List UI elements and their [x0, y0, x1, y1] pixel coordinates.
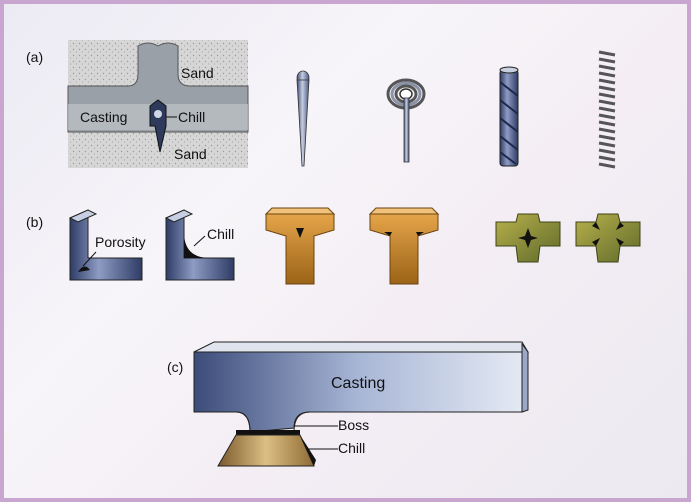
- porosity-void: [78, 266, 90, 272]
- boss-label: Boss: [338, 417, 369, 433]
- fluted-rod-chill: [499, 66, 519, 167]
- boss: [235, 411, 311, 435]
- chill-insert: [149, 99, 167, 153]
- sand-top-label: Sand: [181, 65, 214, 81]
- spring-chill: [598, 50, 616, 169]
- casting-label: Casting: [80, 109, 127, 125]
- t-section-shrinkage: [264, 207, 336, 285]
- wedge-chill: [217, 434, 316, 467]
- chill-b-leader-line: [193, 235, 206, 247]
- chill-label: Chill: [178, 109, 205, 125]
- cross-shrinkage-void: [518, 228, 538, 248]
- l-section-porosity: [68, 209, 143, 281]
- chill-c-label: Chill: [338, 440, 365, 456]
- panel-a-label: (a): [26, 49, 43, 65]
- panel-b-label: (b): [26, 214, 43, 230]
- chill-insert-highlight: [154, 110, 162, 118]
- cross-section-shrinkage: [495, 213, 561, 263]
- corner-chill: [184, 232, 210, 258]
- sand-mold-section: [67, 40, 249, 168]
- porosity-label: Porosity: [95, 234, 146, 250]
- porosity-leader-line: [82, 251, 97, 267]
- cross-section-chilled: [575, 213, 641, 263]
- sand-bottom-label: Sand: [174, 146, 207, 162]
- casting-c-label: Casting: [331, 375, 385, 392]
- l-section-chill: [164, 209, 235, 281]
- shrinkage-void: [296, 228, 304, 238]
- panel-c-label: (c): [167, 359, 183, 375]
- t-chills: [384, 232, 424, 236]
- casting-block: [193, 341, 529, 433]
- chill-b-label: Chill: [207, 226, 234, 242]
- t-section-chilled: [368, 207, 440, 285]
- cross-chills: [592, 222, 624, 246]
- pin-chill: [296, 70, 310, 167]
- coil-chill: [386, 78, 426, 163]
